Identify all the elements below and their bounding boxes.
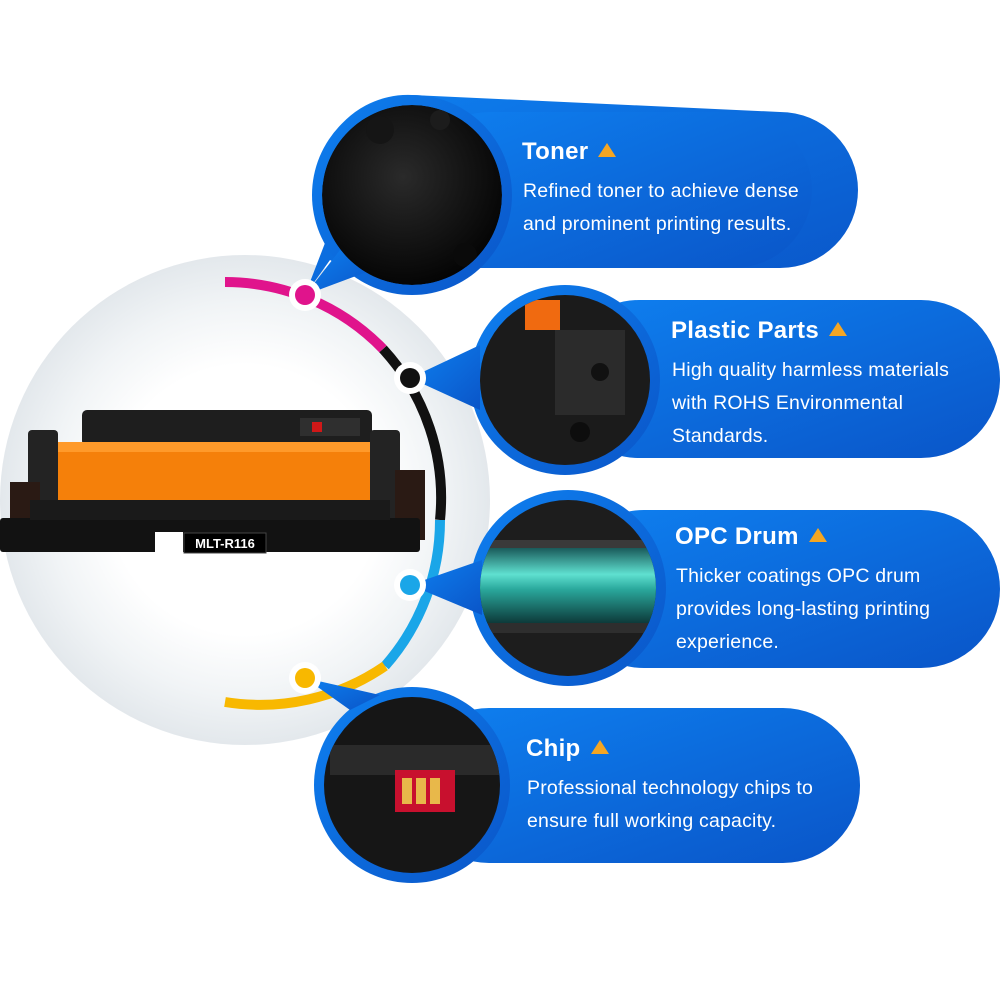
triangle-icon <box>808 528 827 542</box>
triangle-icon <box>598 143 617 157</box>
opc-drum-photo <box>480 500 656 676</box>
feature-desc-toner: Refined toner to achieve dense and promi… <box>523 180 799 235</box>
arc-black <box>379 345 447 521</box>
feature-bubble-plastic-parts <box>410 285 1000 475</box>
feature-bubble-toner <box>305 94 858 296</box>
product-label: MLT-R116 <box>195 536 255 551</box>
feature-title-opc-drum: OPC Drum <box>675 523 827 551</box>
marker-cyan <box>400 575 420 595</box>
feature-title-toner: Toner <box>522 138 617 166</box>
plastic-parts-photo <box>480 295 650 465</box>
toner-powder-photo <box>322 105 502 285</box>
feature-desc-chip: Professional technology chips to ensure … <box>527 777 814 832</box>
arc-markers <box>289 279 426 694</box>
marker-black <box>400 368 420 388</box>
marker-yellow <box>295 668 315 688</box>
feature-title-chip: Chip <box>526 735 609 763</box>
arc-yellow <box>224 661 388 710</box>
triangle-icon <box>828 322 847 336</box>
feature-title-plastic-parts: Plastic Parts <box>671 317 847 345</box>
feature-desc-plastic-parts: High quality harmless materials with ROH… <box>672 359 950 447</box>
triangle-icon <box>590 740 609 754</box>
drum-unit-illustration: MLT-R116 <box>0 410 425 554</box>
feature-desc-opc-drum: Thicker coatings OPC drum provides long-… <box>676 565 931 653</box>
feature-bubble-chip <box>305 678 860 883</box>
marker-magenta <box>295 285 315 305</box>
arc-cyan <box>381 519 446 670</box>
feature-bubble-opc-drum <box>410 490 1000 686</box>
chip-photo <box>324 697 500 873</box>
logo-sticker <box>155 532 183 554</box>
